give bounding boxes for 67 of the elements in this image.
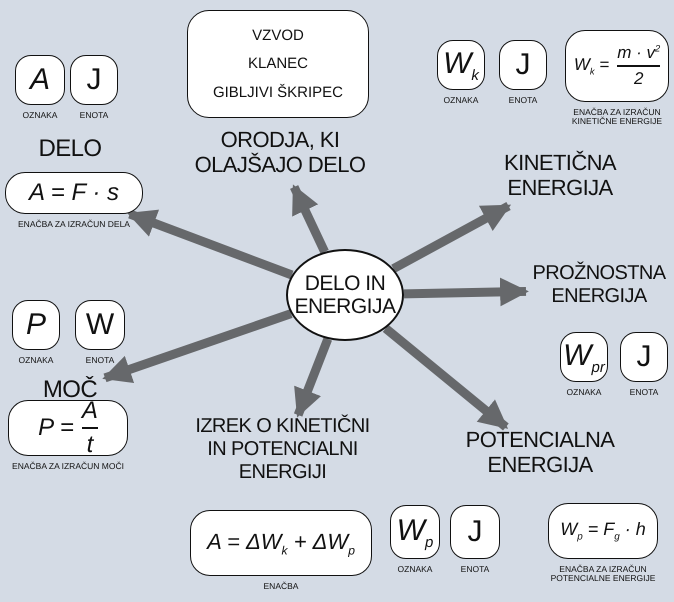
formula-text: W$_{p}$ = F$_{g}$ · h [560,519,646,543]
node-label: OZNAKA [22,111,58,120]
topic-heading: DELO [20,135,120,163]
symbol-box [450,505,500,559]
symbol-text: W$_{pr}$ [563,338,605,376]
formula-text: P = [38,414,74,442]
arrow [102,309,293,384]
node-label: OZNAKA [396,565,434,574]
node-label: ENAČBA ZA IZRAČUN DELA [17,220,131,229]
formula-box [565,30,669,102]
symbol-box [620,332,668,382]
symbol-box [560,332,608,382]
symbol-box [70,55,118,105]
node-label: ENOTA [78,111,110,120]
numerator: m · v$^{2}$ [617,43,660,64]
symbol-text: W$_{k}$ [443,46,479,84]
symbol-text: W$_{p}$ [396,514,434,550]
node-label: ENOTA [460,565,490,574]
arrow [391,202,512,273]
topic-heading: IZREK O KINETIČNI IN POTENCIALNI ENERGIJI [185,415,380,484]
list-item: VZVOD [252,26,304,44]
arrow [294,337,332,418]
symbol-text: J [468,515,482,549]
topic-heading: ORODJA, KI OLAJŠAJO DELO [190,127,370,178]
arrow [290,184,329,254]
node-label: ENOTA [508,96,538,105]
node-label: OZNAKA [442,96,480,105]
arrow [404,278,529,306]
topic-title: DELO IN ENERGIJA [293,272,397,318]
formula-text: A = ΔW$_{k}$ + ΔW$_{p}$ [207,528,355,558]
symbol-text: J [636,340,652,374]
formula-box [8,400,128,456]
node-label: ENAČBA ZA IZRAČUN MOČI [11,462,125,471]
node-label: ENAČBA ZA IZRAČUN KINETIČNE ENERGIJE [570,108,664,126]
node-label: ENAČBA [262,582,300,591]
formula-box [5,172,143,214]
topic-heading: PROŽNOSTNA ENERGIJA [526,262,672,308]
formula-box [190,510,372,576]
node-label: ENAČBA ZA IZRAČUN POTENCIALNE ENERGIJE [550,565,656,583]
symbol-box [15,55,65,105]
arrow [127,210,294,280]
symbol-box [12,300,60,350]
node-label: OZNAKA [18,356,54,365]
node-label: ENOTA [84,356,116,365]
arrow [382,324,509,430]
list-item: GIBLJIVI ŠKRIPEC [212,84,344,102]
formula-text: A = F · s [28,179,120,207]
denominator: 2 [634,68,644,89]
formula-text: W$_{k}$ = [574,55,610,77]
topic-heading: POTENCIALNA ENERGIJA [455,427,625,478]
symbol-text: J [516,48,530,82]
symbol-box [499,40,547,90]
numerator: A [82,397,98,426]
formula-box [548,503,658,559]
list-box [187,10,369,118]
node-label: ENOTA [628,388,660,397]
symbol-text: J [86,63,102,97]
symbol-text: A [30,63,50,97]
topic-heading: KINETIČNA ENERGIJA [495,150,625,201]
node-label: OZNAKA [566,388,602,397]
denominator: t [86,430,94,459]
symbol-text: W [86,308,114,342]
symbol-box [390,505,440,559]
symbol-box [437,40,485,90]
list-item: KLANEC [248,55,308,72]
symbol-text: P [26,308,46,342]
symbol-box [75,300,125,350]
